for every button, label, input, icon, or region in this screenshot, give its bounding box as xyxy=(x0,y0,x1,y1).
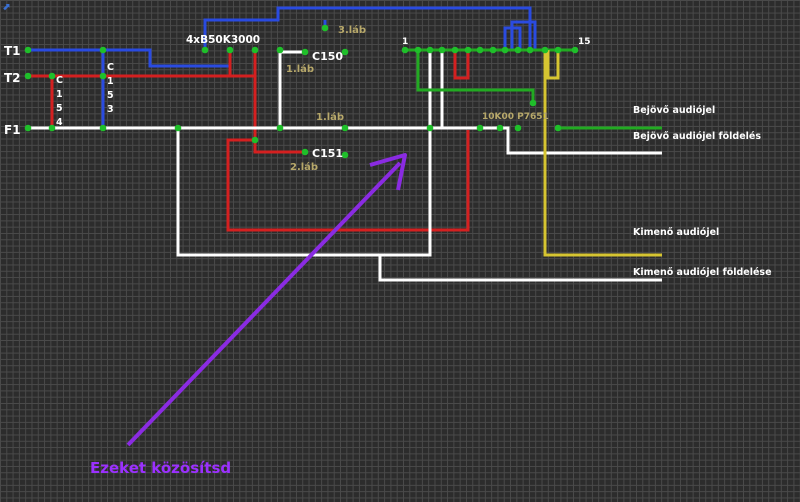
out-audio-label: Kimenő audiójel xyxy=(633,227,719,238)
switch-red-5: 5 xyxy=(56,103,63,114)
corner-mark: ⬈ xyxy=(2,2,10,13)
switch-red-1: 1 xyxy=(56,89,63,100)
terminal-f1: F1 xyxy=(4,123,21,137)
annotation-text: Ezeket közösítsd xyxy=(90,459,231,477)
pin2-label: 2.láb xyxy=(290,161,318,173)
out-ground-label: Kimenő audiójel földelése xyxy=(633,267,772,278)
in-audio-label: Bejövő audiójel xyxy=(633,105,715,116)
white-wires xyxy=(28,50,662,282)
c150-label: C150 xyxy=(312,50,343,63)
c151-label: C151 xyxy=(312,147,343,160)
connector-pin-15: 15 xyxy=(578,37,591,47)
connector-pin-1: 1 xyxy=(402,37,408,47)
yellow-wires xyxy=(543,50,662,257)
switch-red-4: 4 xyxy=(56,117,63,128)
pin3-label: 3.láb xyxy=(338,24,366,36)
switch-red-c: C xyxy=(56,75,63,86)
pin1-label-a: 1.láb xyxy=(286,63,314,75)
terminal-t2: T2 xyxy=(4,71,21,85)
main-chip-label: 4xB50K3000 xyxy=(186,34,260,46)
in-ground-label: Bejövő audiójel földelés xyxy=(633,131,761,142)
pin1-label-b: 1.láb xyxy=(316,111,344,123)
resistor-label: 10K00 P7651 xyxy=(482,112,549,122)
red-wires xyxy=(28,50,470,232)
switch-blue-5: 5 xyxy=(107,90,114,101)
switch-blue-c: C xyxy=(107,62,114,73)
annotation-arrow xyxy=(126,153,407,447)
terminal-t1: T1 xyxy=(4,44,21,58)
junction-dots xyxy=(24,24,579,159)
switch-blue-1: 1 xyxy=(107,76,114,87)
switch-blue-3: 3 xyxy=(107,104,114,115)
